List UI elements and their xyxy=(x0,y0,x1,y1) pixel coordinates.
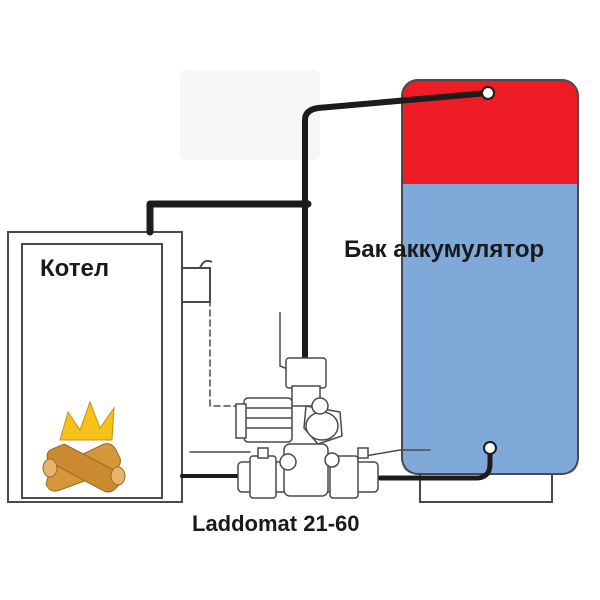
pipe-supply-from-boiler xyxy=(146,200,312,236)
background-watermark xyxy=(180,70,320,160)
boiler-side-box xyxy=(181,267,211,303)
sensor-port-icon xyxy=(481,86,497,455)
valve-icon xyxy=(285,357,327,389)
pipe-junction xyxy=(300,199,310,209)
sensor-wire-tank xyxy=(364,449,431,457)
pipe-to-tank-bottom xyxy=(377,445,493,481)
tank-label: Бак аккумулятор xyxy=(344,236,545,263)
tank xyxy=(401,79,579,503)
tank-port-bottom xyxy=(483,441,497,455)
tank-cold-zone xyxy=(402,184,578,474)
pump-icon xyxy=(235,397,293,443)
sensor-wire-boiler xyxy=(209,299,241,407)
laddomat-label: Laddomat 21-60 xyxy=(192,511,360,536)
logs-icon xyxy=(42,443,126,493)
pipes xyxy=(146,90,493,481)
laddomat-unit xyxy=(235,312,379,499)
boiler-sensor-hook xyxy=(199,259,213,269)
thermometer-icon xyxy=(279,397,340,471)
boiler-label: Котел xyxy=(40,255,110,282)
tank-port-top xyxy=(481,86,495,100)
tank-hot-zone xyxy=(402,80,578,184)
pipe-to-tank-top xyxy=(302,90,491,365)
fire-icon xyxy=(59,400,115,441)
